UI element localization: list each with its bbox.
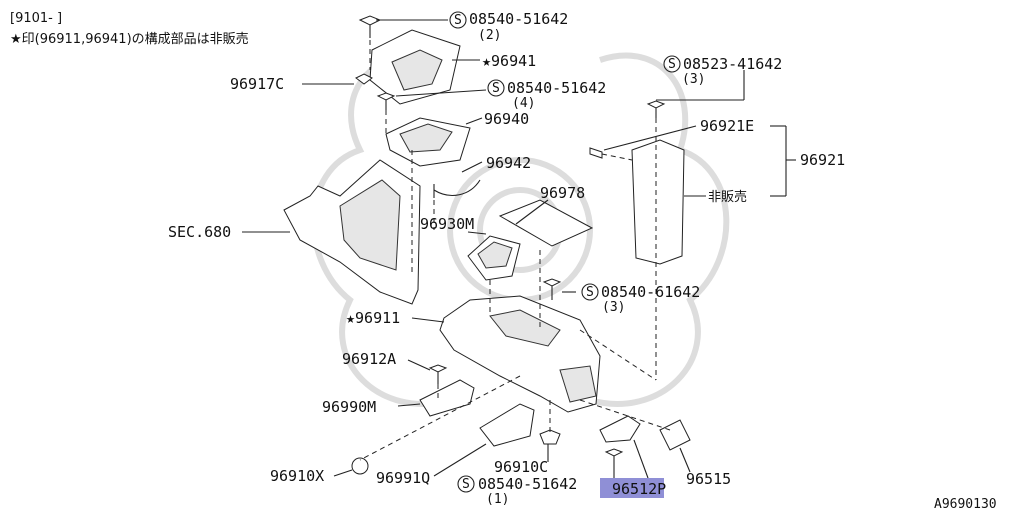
standard-part-icon xyxy=(457,475,475,493)
label-96910c[interactable]: 96910C xyxy=(494,458,548,476)
label-96512p[interactable]: 96512P xyxy=(612,480,666,498)
screw-icon xyxy=(604,448,624,466)
standard-mark: S xyxy=(668,57,676,72)
label-08523-41642[interactable]: 08523-41642 xyxy=(683,55,782,73)
standard-mark: S xyxy=(492,81,500,96)
clip-96910c-part[interactable] xyxy=(539,429,561,445)
catalog-range: [9101- ] xyxy=(10,11,62,26)
standard-part-icon xyxy=(449,11,467,29)
label-08540-51642-c[interactable]: 08540-51642 xyxy=(478,475,577,493)
mat-96978-part[interactable] xyxy=(498,199,594,247)
standard-part-icon xyxy=(663,55,681,73)
qty-4: (4) xyxy=(512,96,535,111)
label-96942[interactable]: 96942 xyxy=(486,154,531,172)
standard-mark: S xyxy=(586,285,594,300)
qty-2: (2) xyxy=(478,28,501,43)
figure-id: A9690130 xyxy=(934,497,997,510)
label-96940[interactable]: 96940 xyxy=(484,110,529,128)
label-96930m[interactable]: 96930M xyxy=(420,215,474,233)
not-sold-note: ★印(96911,96941)の構成部品は非販売 xyxy=(10,31,249,47)
bracket-96512p-part[interactable] xyxy=(599,415,641,443)
label-08540-61642[interactable]: 08540-61642 xyxy=(601,283,700,301)
console-body-96911-part[interactable] xyxy=(439,295,601,413)
not-sold-label: 非販売 xyxy=(708,189,747,205)
label-96921[interactable]: 96921 xyxy=(800,151,845,169)
front-console-sec680-part[interactable] xyxy=(283,159,421,305)
label-96910x[interactable]: 96910X xyxy=(270,467,324,485)
label-08540-51642-b[interactable]: 08540-51642 xyxy=(507,79,606,97)
screw-icon xyxy=(428,364,448,384)
selected-highlight xyxy=(600,478,664,498)
finisher-96940-part[interactable] xyxy=(385,117,471,167)
callouts: S 08540-51642 (2) ★96941 96917C S 08540-… xyxy=(168,10,997,510)
label-96991q[interactable]: 96991Q xyxy=(376,469,430,487)
label-96978[interactable]: 96978 xyxy=(540,184,585,202)
harness-96942-part[interactable] xyxy=(433,179,481,198)
screw-icon xyxy=(542,278,562,300)
assembly-lines xyxy=(359,40,671,461)
label-96941[interactable]: ★96941 xyxy=(482,52,536,70)
label-96990m[interactable]: 96990M xyxy=(322,398,376,416)
side-pad-96921-part[interactable] xyxy=(589,139,685,265)
bracket-96991q-part[interactable] xyxy=(479,403,535,447)
leader-lines xyxy=(242,19,796,484)
clip-96917c-part[interactable] xyxy=(355,73,373,85)
qty-3-a: (3) xyxy=(682,72,705,87)
clip-96910x-part[interactable] xyxy=(351,457,369,475)
screw-icon xyxy=(358,15,382,38)
label-96917c[interactable]: 96917C xyxy=(230,75,284,93)
cap-96515-part[interactable] xyxy=(659,419,691,451)
label-96921e[interactable]: 96921E xyxy=(700,117,754,135)
screw-icon xyxy=(646,100,666,118)
qty-3-b: (3) xyxy=(602,300,625,315)
label-96911[interactable]: ★96911 xyxy=(346,309,400,327)
standard-mark: S xyxy=(454,13,462,28)
screw-icon xyxy=(376,92,396,110)
standard-mark: S xyxy=(462,477,470,492)
qty-1: (1) xyxy=(486,492,509,507)
label-08540-51642-a[interactable]: 08540-51642 xyxy=(469,10,568,28)
bracket-96990m-part[interactable] xyxy=(419,379,475,417)
standard-part-icon xyxy=(581,283,599,301)
standard-part-icon xyxy=(487,79,505,97)
label-sec680[interactable]: SEC.680 xyxy=(168,223,231,241)
label-96515[interactable]: 96515 xyxy=(686,470,731,488)
cover-96941-part[interactable] xyxy=(369,29,461,105)
label-96912a[interactable]: 96912A xyxy=(342,350,396,368)
pocket-96930m-part[interactable] xyxy=(467,235,521,281)
